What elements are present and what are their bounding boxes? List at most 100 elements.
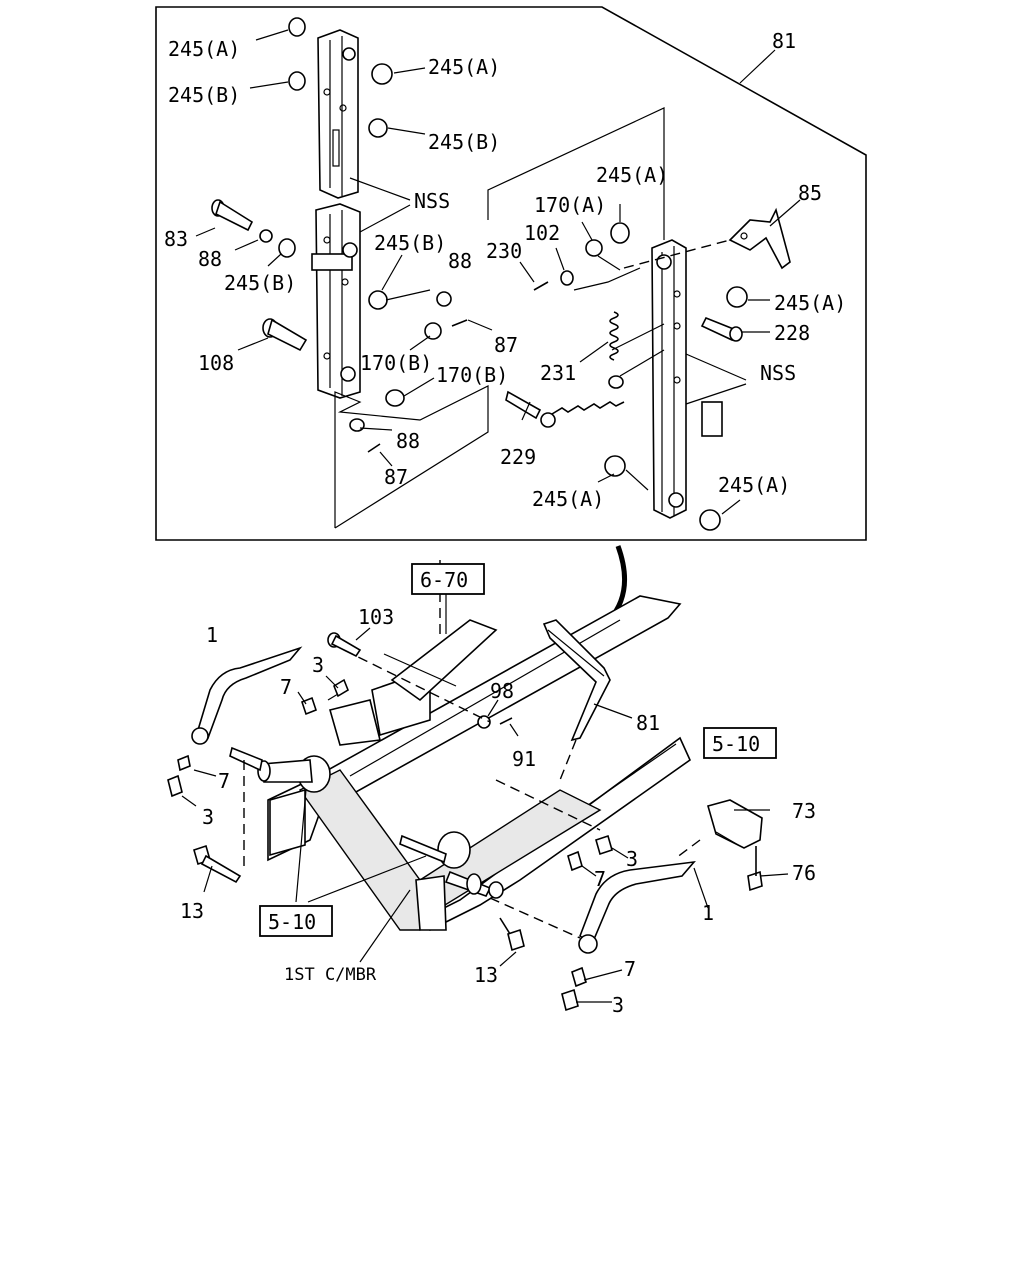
bushing-245a-2 [371,63,393,85]
label-98: 98 [490,679,514,703]
bolt-3-left [167,774,183,798]
inset-labels: 245(A) 245(B) 245(A) 245(B) 81 NSS 83 88… [164,29,846,511]
bushing-245b-3 [278,238,296,258]
label-first-cross-member: 1ST C/MBR [284,965,377,985]
pivot-hole [342,47,356,61]
label-3: 3 [626,847,638,871]
bushings [278,17,748,531]
label-73: 73 [792,799,816,823]
lever-81-main [542,619,611,742]
main-leaders [181,592,789,1003]
label-nss: NSS [414,189,450,213]
ref-label: 5-10 [268,910,316,934]
bushing-245b-1 [288,71,306,91]
bushing-245a-1 [288,17,306,37]
cotter-87-2 [367,443,381,453]
nut-7-left [177,754,191,772]
first-cross-member [298,769,602,931]
bolt-13-left [193,844,242,884]
inset-frame [155,6,867,541]
inset-panel [155,6,867,541]
bolt-3-bot [561,988,579,1012]
ref-box-5-10-left[interactable]: 5-10 [259,905,333,937]
label-3: 3 [202,805,214,829]
label-245a: 245(A) [774,291,846,315]
rod-229 [505,375,625,428]
washer-88-1 [259,229,273,243]
main-assembly: 6-70 5-10 5-10 103 1 3 7 98 91 81 7 3 73… [167,560,816,1017]
label-1: 1 [702,901,714,925]
torsion-bar-right [399,831,504,899]
bolt-103 [327,632,362,658]
label-7: 7 [624,957,636,981]
label-3: 3 [312,653,324,677]
clip-nss [701,401,723,437]
bracket-85 [728,207,791,270]
label-103: 103 [358,605,394,629]
left-bracket-upper [317,29,359,199]
label-228: 228 [774,321,810,345]
label-170b: 170(B) [436,363,508,387]
lever-arm-81 [651,239,687,519]
cotter-91 [499,717,513,725]
ref-box-6-70[interactable]: 6-70 [411,563,485,595]
ref-box-5-10-right[interactable]: 5-10 [703,727,777,759]
washer-102 [560,270,574,286]
pin-228 [700,316,743,342]
label-230: 230 [486,239,522,263]
label-nss: NSS [760,361,796,385]
washer-170b-2 [385,389,405,407]
bolts [167,632,763,1012]
label-7: 7 [280,675,292,699]
main-labels: 103 1 3 7 98 91 81 7 3 73 3 7 76 13 1 1S… [180,605,816,1017]
label-85: 85 [798,181,822,205]
label-245b: 245(B) [168,83,240,107]
inset-leaders [195,29,801,529]
label-245a: 245(A) [168,37,240,61]
cotter-87-1 [451,319,468,327]
label-88: 88 [448,249,472,273]
bolt-3-top [327,678,349,701]
washer-170b-1 [424,322,442,340]
spring-231 [609,311,619,361]
washer-170a [585,239,603,257]
label-88: 88 [198,247,222,271]
label-245a: 245(A) [718,473,790,497]
ref-label: 5-10 [712,732,760,756]
bolt-13-mid [499,917,525,952]
label-245b: 245(B) [428,130,500,154]
label-13: 13 [474,963,498,987]
label-1: 1 [206,623,218,647]
bushing-245a-3 [610,222,630,244]
mount-bracket-73 [707,799,763,849]
label-83: 83 [164,227,188,251]
label-170b: 170(B) [360,351,432,375]
label-87: 87 [384,465,408,489]
ref-label: 6-70 [420,568,468,592]
torsion-lever-1-left [191,646,303,745]
torsion-lever-1-right [578,860,696,954]
pin-83 [211,199,254,232]
label-245b: 245(B) [224,271,296,295]
cotter-230 [533,281,549,291]
mount-block [329,699,381,746]
label-231: 231 [540,361,576,385]
label-91: 91 [512,747,536,771]
label-87: 87 [494,333,518,357]
label-7: 7 [218,769,230,793]
label-81: 81 [636,711,660,735]
label-229: 229 [500,445,536,469]
washer-98 [477,715,491,729]
label-245a: 245(A) [532,487,604,511]
washer-88-3 [349,418,365,432]
bracket-left-end [269,788,306,857]
label-13: 13 [180,899,204,923]
cross-tube [390,619,498,702]
label-170a: 170(A) [534,193,606,217]
bushing-245a-5 [604,455,626,477]
inset-hardware [211,199,791,453]
label-7: 7 [594,867,606,891]
label-3: 3 [612,993,624,1017]
bushing-245a-6 [699,509,721,531]
